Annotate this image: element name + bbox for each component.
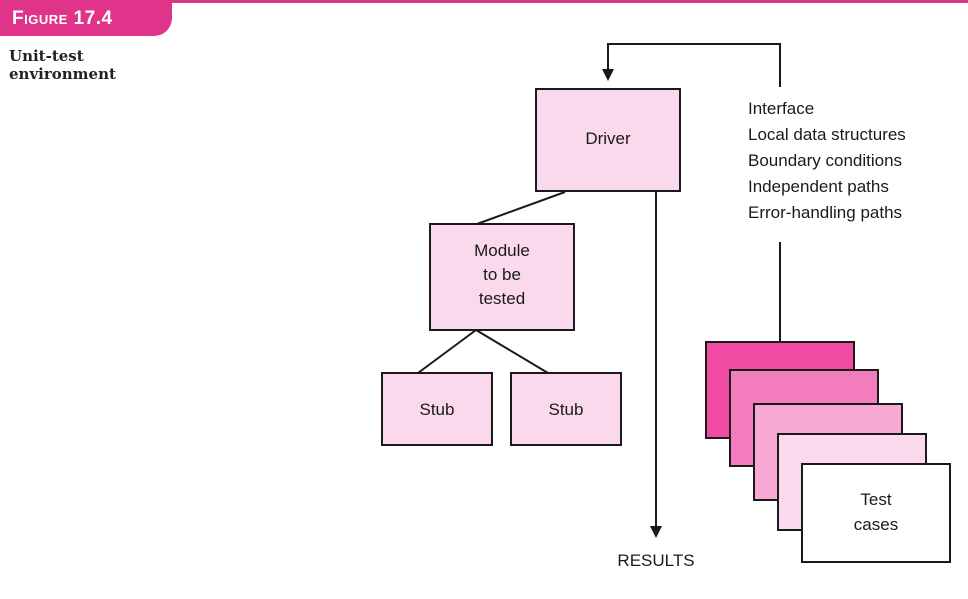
driver-label: Driver	[585, 129, 631, 148]
criteria-item: Independent paths	[748, 177, 889, 196]
module-stub-left-edge	[417, 329, 477, 374]
figure-caption: Unit-test environment	[9, 47, 169, 83]
figure-badge: Figure 17.4	[0, 0, 172, 36]
figure-caption-line1: Unit-test	[9, 47, 84, 65]
module-stub-right-edge	[475, 329, 549, 374]
test-cases-label-line2: cases	[854, 515, 898, 534]
top-rule	[0, 0, 968, 3]
module-label-line3: tested	[479, 289, 525, 308]
criteria-item: Error-handling paths	[748, 203, 902, 222]
criteria-item: Interface	[748, 99, 814, 118]
stub-right-node: Stub	[510, 372, 622, 446]
criteria-item: Boundary conditions	[748, 151, 902, 170]
stub-left-node: Stub	[381, 372, 493, 446]
driver-node: Driver	[535, 88, 681, 192]
test-case-card	[801, 463, 951, 563]
test-criteria-list: Interface Local data structures Boundary…	[748, 99, 906, 222]
results-label: RESULTS	[617, 551, 694, 570]
module-node: Module to be tested	[429, 223, 575, 331]
figure-caption-line2: environment	[9, 65, 116, 83]
driver-module-edge	[476, 191, 566, 225]
stub-left-label: Stub	[420, 400, 455, 419]
stub-right-label: Stub	[549, 400, 584, 419]
figure-label: Figure 17.4	[12, 8, 113, 29]
test-cases-label-line1: Test	[860, 490, 891, 509]
module-label-line2: to be	[483, 265, 521, 284]
criteria-item: Local data structures	[748, 125, 906, 144]
module-label-line1: Module	[474, 241, 530, 260]
feedback-arrow	[602, 43, 781, 87]
test-cases-stack: Test cases	[705, 341, 951, 563]
